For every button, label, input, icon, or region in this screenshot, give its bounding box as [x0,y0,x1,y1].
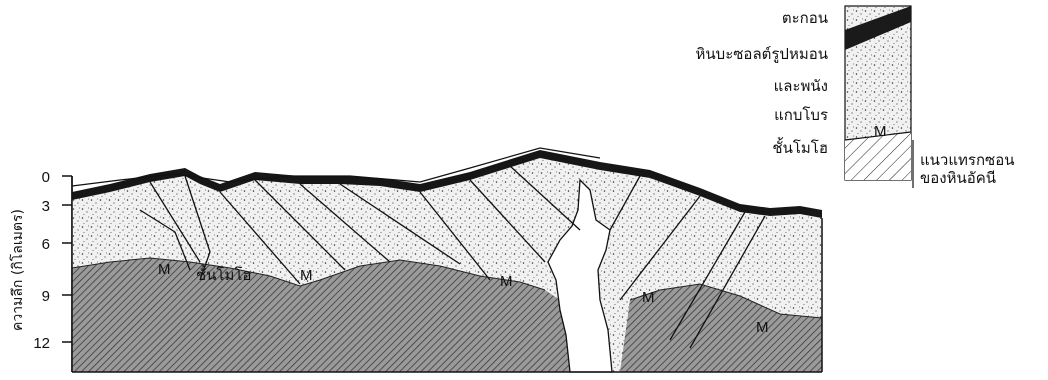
legend-moho-marker: M [874,123,887,140]
tick-0: 0 [42,169,50,186]
moho-marker-1: M [158,261,171,278]
legend-column: M [830,6,913,188]
moho-marker-5: M [756,319,769,336]
moho-marker-4: M [642,289,655,306]
tick-6: 6 [42,236,50,253]
depth-axis-title: ความลึก (กิโลเมตร) [9,209,26,331]
moho-marker-3: M [500,273,513,290]
tick-3: 3 [42,198,50,215]
moho-section-label: ชั้นโมโฮ [196,264,252,284]
tick-9: 9 [42,288,50,305]
depth-axis: 0 3 6 9 12 ความลึก (กิโลเมตร) [9,169,72,372]
cross-section [72,148,822,372]
tick-12: 12 [33,335,50,352]
moho-marker-2: M [300,267,313,284]
